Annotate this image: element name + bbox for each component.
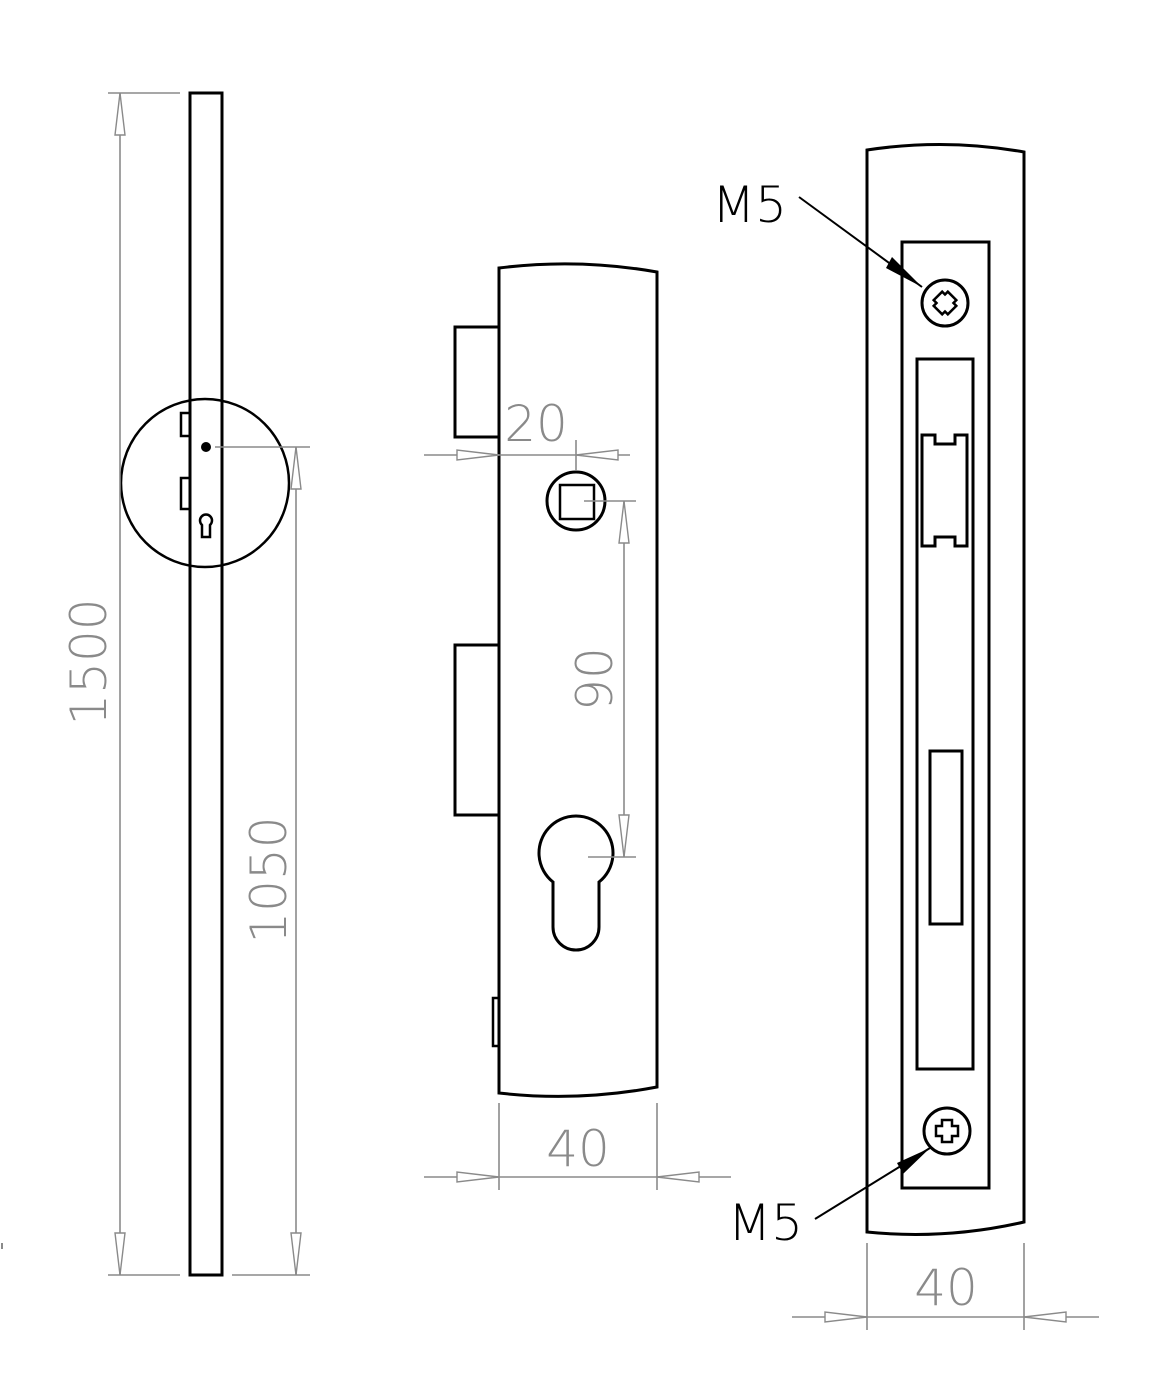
- dimension-text-backset: 20: [504, 395, 568, 453]
- callout-screw-top: M5: [712, 176, 923, 288]
- dimension-center-distance: 90: [566, 500, 636, 858]
- strike-plate-inner: [900, 240, 991, 1190]
- dimension-strike-width: 40: [792, 1243, 1099, 1330]
- dimension-text-strike-width: 40: [914, 1259, 978, 1317]
- rod-side-view: [119, 91, 291, 1277]
- cylinder-hole: [537, 814, 615, 952]
- dimension-text-handle-height: 1050: [240, 816, 298, 943]
- dimension-backset: 20: [424, 395, 630, 470]
- dead-bolt: [453, 643, 499, 817]
- strike-box: [915, 357, 975, 1071]
- dimension-lock-width: 40: [424, 1103, 731, 1190]
- dimension-handle-height: 1050: [215, 446, 310, 1276]
- callout-text-screw-top: M5: [712, 176, 787, 234]
- screw-top-icon: [920, 278, 970, 328]
- bolt-opening: [928, 749, 964, 926]
- forend-plate: [497, 262, 659, 1098]
- strike-plate-view: [865, 142, 1026, 1236]
- bottom-tab: [491, 996, 501, 1048]
- detail-tab-top: [179, 411, 192, 438]
- callout-screw-bottom: M5: [728, 1147, 931, 1252]
- dimension-text-lock-width: 40: [546, 1120, 610, 1178]
- callout-text-screw-bottom: M5: [728, 1194, 803, 1252]
- detail-keyhole: [198, 513, 214, 539]
- strike-plate-outline: [865, 142, 1026, 1236]
- latch-bolt: [453, 325, 499, 439]
- latch-opening: [920, 433, 969, 548]
- detail-tab-bottom: [179, 476, 192, 511]
- lock-front-view: [453, 262, 659, 1098]
- dimension-text-rod-length: 1500: [60, 598, 118, 725]
- dimension-rod-length: 1500: [60, 92, 180, 1276]
- detail-circle: [119, 397, 291, 569]
- screw-bottom-icon: [922, 1106, 972, 1156]
- spindle-square: [558, 483, 596, 521]
- dimension-text-center-distance: 90: [566, 647, 624, 711]
- detail-spindle-hole: [201, 442, 211, 452]
- rod-profile: [188, 91, 224, 1277]
